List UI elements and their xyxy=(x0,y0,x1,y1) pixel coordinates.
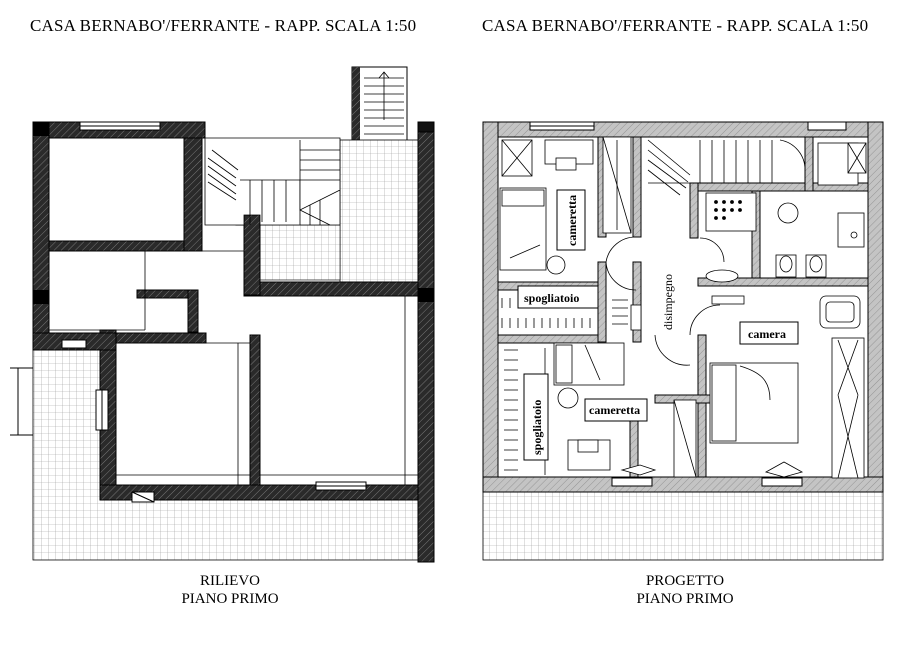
label-disimpegno: disimpegno xyxy=(661,274,675,330)
label-camera: camera xyxy=(748,327,786,341)
bathroom-fixtures xyxy=(705,142,867,283)
internal-stair-project xyxy=(647,139,806,196)
caption-project-line2: PIANO PRIMO xyxy=(636,591,734,607)
external-stair-survey xyxy=(351,66,408,142)
label-cameretta-bottom: cameretta xyxy=(589,403,640,417)
caption-project-line1: PROGETTO xyxy=(645,573,725,589)
terrace-tiles-lower xyxy=(32,349,419,561)
survey-plan xyxy=(10,66,435,563)
terrace-tiles-upper xyxy=(339,139,419,283)
label-spogliatoio-top: spogliatoio xyxy=(524,291,579,305)
walls-project xyxy=(482,121,884,493)
plan-title-project: CASA BERNABO'/FERRANTE - RAPP. SCALA 1:5… xyxy=(482,16,869,35)
door-swings-project xyxy=(605,236,725,366)
cameretta-top-furniture xyxy=(499,136,632,275)
caption-project: PROGETTO PIANO PRIMO xyxy=(585,572,785,608)
caption-survey: RILIEVO PIANO PRIMO xyxy=(130,572,330,608)
windows-survey xyxy=(61,121,367,503)
camera-furniture xyxy=(709,295,865,479)
cameretta-bottom-furniture xyxy=(553,342,697,478)
label-cameretta-top: cameretta xyxy=(565,195,579,246)
project-plan xyxy=(482,121,884,561)
plan-title-survey: CASA BERNABO'/FERRANTE - RAPP. SCALA 1:5… xyxy=(30,16,417,35)
caption-survey-line2: PIANO PRIMO xyxy=(181,591,279,607)
label-spogliatoio-side: spogliatoio xyxy=(530,400,544,455)
internal-stair-survey xyxy=(204,137,341,226)
windows-project xyxy=(529,121,847,487)
caption-survey-line1: RILIEVO xyxy=(200,573,260,589)
terrace-tiles-project xyxy=(482,491,884,561)
room-labels: cameretta spogliatoio disimpegno camera … xyxy=(517,189,799,461)
